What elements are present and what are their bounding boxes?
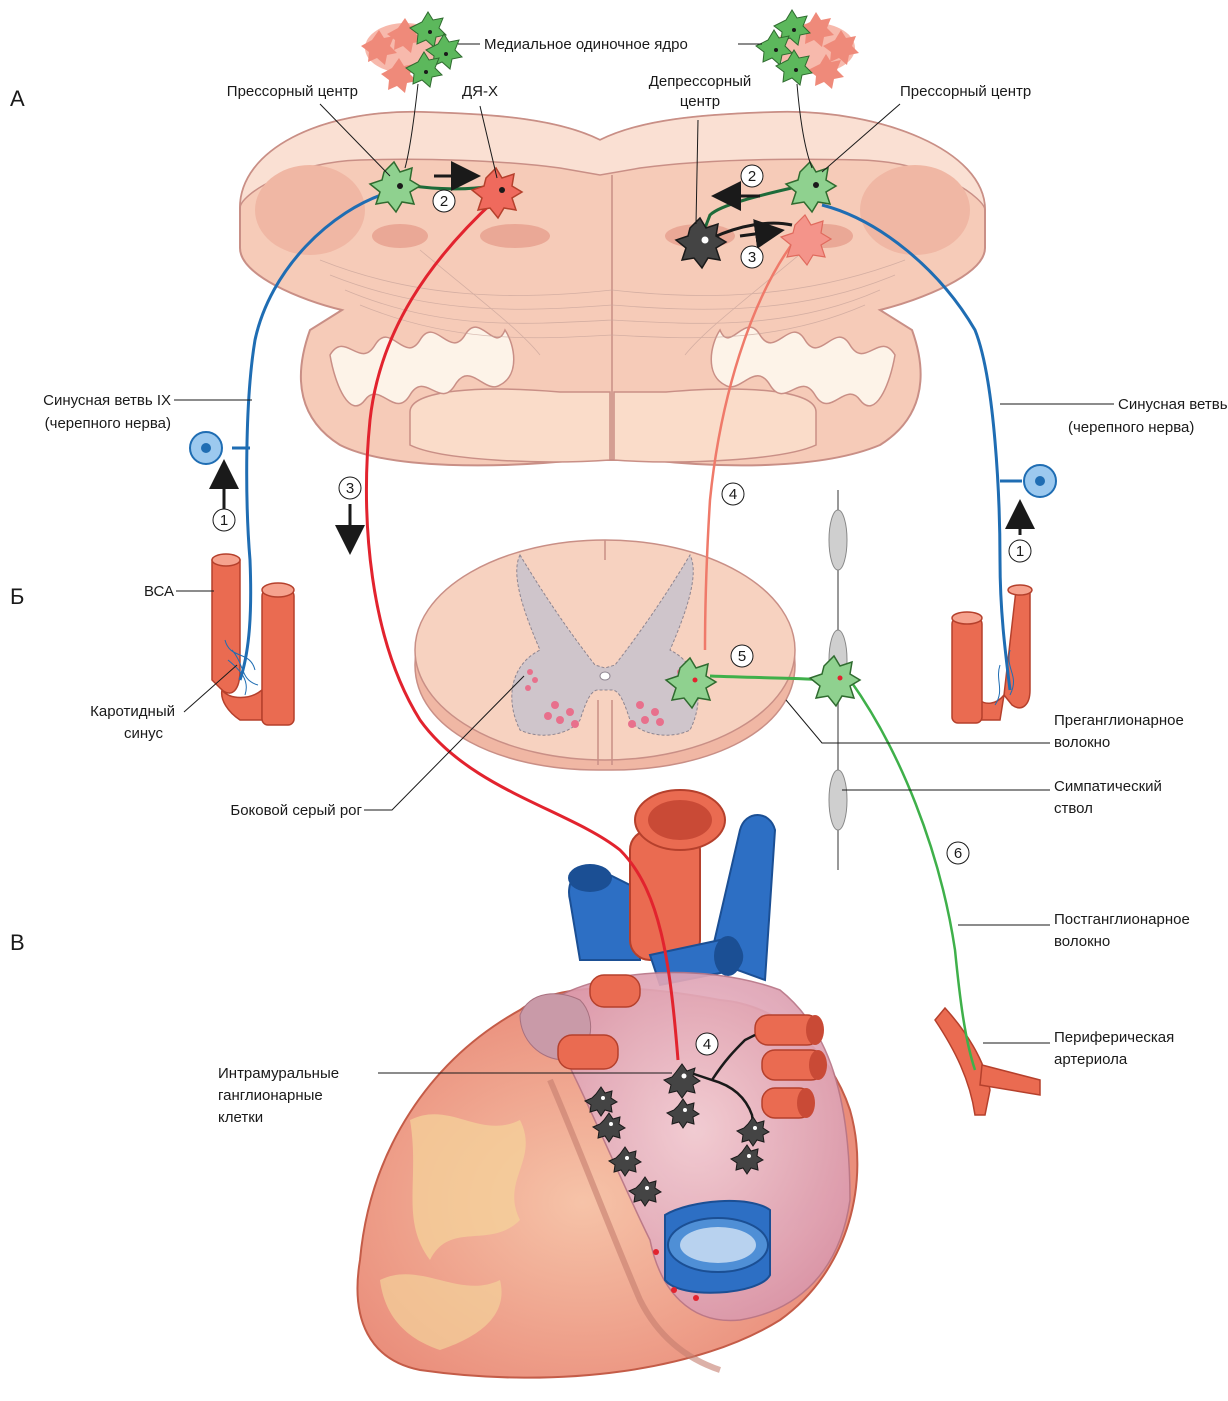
label-postganglionic-2: волокно — [1054, 933, 1110, 950]
label-carotid-2: синус — [124, 725, 163, 742]
section-label-a: А — [10, 86, 25, 111]
label-postganglionic-1: Постганглионарное — [1054, 911, 1190, 928]
step-6: 6 — [954, 845, 962, 862]
label-pressor-left: Прессорный центр — [227, 83, 358, 100]
label-sinus-left-1: Синусная ветвь IX — [43, 392, 171, 409]
label-carotid-1: Каротидный — [90, 703, 175, 720]
step-5: 5 — [738, 648, 746, 665]
label-sinus-right-1: Синусная ветвь IX — [1118, 396, 1228, 413]
sympathetic-ganglion-neuron — [810, 656, 860, 706]
label-sinus-right-2: (черепного нерва) — [1068, 419, 1194, 436]
section-label-c: В — [10, 930, 25, 955]
step-4-spinal: 4 — [729, 486, 737, 503]
label-arteriole-2: артериола — [1054, 1051, 1128, 1068]
solitary-nucleus-left — [361, 12, 462, 93]
label-lateral-horn: Боковой серый рог — [230, 802, 362, 819]
label-dya-x: ДЯ-X — [462, 83, 498, 100]
label-pressor-right: Прессорный центр — [900, 83, 1031, 100]
step-3-vagus: 3 — [346, 480, 354, 497]
step-2-left: 2 — [440, 193, 448, 210]
heart — [358, 790, 858, 1378]
label-ica: ВСА — [144, 583, 174, 600]
label-preganglionic-2: волокно — [1054, 734, 1110, 751]
section-label-b: Б — [10, 584, 24, 609]
solitary-nucleus-right — [756, 10, 859, 89]
step-4-heart: 4 — [703, 1036, 711, 1053]
label-intramural-3: клетки — [218, 1109, 263, 1126]
label-medial-nucleus: Медиальное одиночное ядро — [484, 36, 688, 53]
sensory-neuron-right — [1024, 465, 1056, 497]
label-sinus-left-2: (черепного нерва) — [45, 415, 171, 432]
label-trunk-1: Симпатический — [1054, 778, 1162, 795]
postganglionic-fiber — [850, 680, 975, 1070]
medulla-section — [240, 112, 985, 465]
label-depressor-1: Депрессорный — [649, 73, 752, 90]
label-depressor-2: центр — [680, 93, 720, 110]
step-1-right: 1 — [1016, 543, 1024, 560]
step-2-right: 2 — [748, 168, 756, 185]
step-3-right: 3 — [748, 249, 756, 266]
label-trunk-2: ствол — [1054, 800, 1093, 817]
label-arteriole-1: Периферическая — [1054, 1029, 1174, 1046]
carotid-right — [952, 585, 1032, 723]
step-1-left: 1 — [220, 512, 228, 529]
label-intramural-2: ганглионарные — [218, 1087, 323, 1104]
label-intramural-1: Интрамуральные — [218, 1065, 339, 1082]
label-preganglionic-1: Преганглионарное — [1054, 712, 1184, 729]
carotid-left — [212, 554, 294, 725]
sensory-neuron-left — [190, 432, 222, 464]
peripheral-arteriole — [935, 1008, 1040, 1115]
